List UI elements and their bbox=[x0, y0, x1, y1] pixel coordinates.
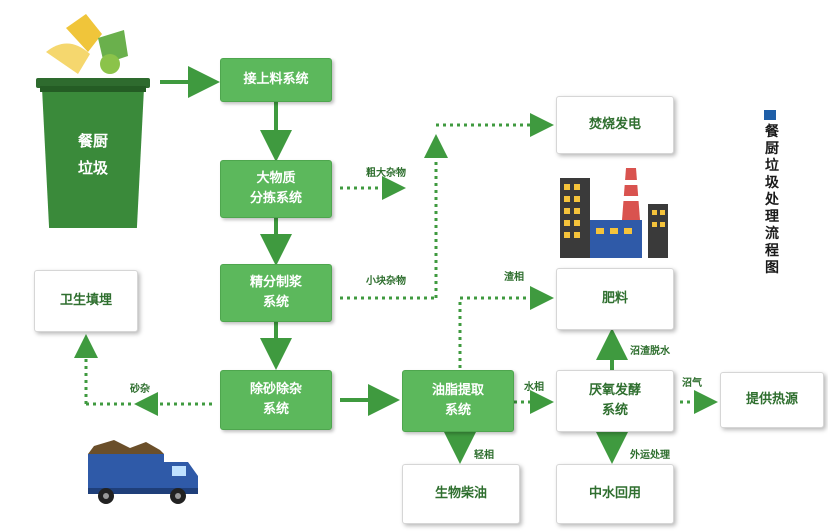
label-light: 轻相 bbox=[474, 450, 494, 461]
label-biogas: 沼气 bbox=[682, 378, 702, 389]
label-external: 外运处理 bbox=[630, 450, 670, 461]
node-heat: 提供热源 bbox=[720, 372, 824, 428]
label-coarse: 粗大杂物 bbox=[366, 168, 406, 179]
node-biodiesel: 生物柴油 bbox=[402, 464, 520, 524]
node-oil: 油脂提取 系统 bbox=[402, 370, 514, 432]
node-fertilizer: 肥料 bbox=[556, 268, 674, 330]
diagram-title: 餐厨垃圾处理流程图 bbox=[765, 124, 779, 276]
label-sand: 砂杂 bbox=[130, 384, 150, 395]
node-pulping: 精分制浆 系统 bbox=[220, 264, 332, 322]
label-small: 小块杂物 bbox=[366, 276, 406, 287]
label-water: 水相 bbox=[524, 382, 544, 393]
label-digestate: 沼渣脱水 bbox=[630, 346, 670, 357]
node-landfill: 卫生填埋 bbox=[34, 270, 138, 332]
power-plant-icon bbox=[560, 168, 668, 258]
truck-icon bbox=[88, 440, 198, 504]
source-label: 餐厨 垃圾 bbox=[77, 132, 108, 177]
node-sorting: 大物质 分拣系统 bbox=[220, 160, 332, 218]
waste-bin-icon bbox=[36, 14, 150, 228]
node-anaerobic: 厌氧发酵 系统 bbox=[556, 370, 674, 432]
node-reclaimed-water: 中水回用 bbox=[556, 464, 674, 524]
title-marker bbox=[764, 110, 776, 120]
node-desand: 除砂除杂 系统 bbox=[220, 370, 332, 430]
label-residue: 渣相 bbox=[504, 272, 524, 283]
node-feed: 接上料系统 bbox=[220, 58, 332, 102]
node-incineration: 焚烧发电 bbox=[556, 96, 674, 154]
